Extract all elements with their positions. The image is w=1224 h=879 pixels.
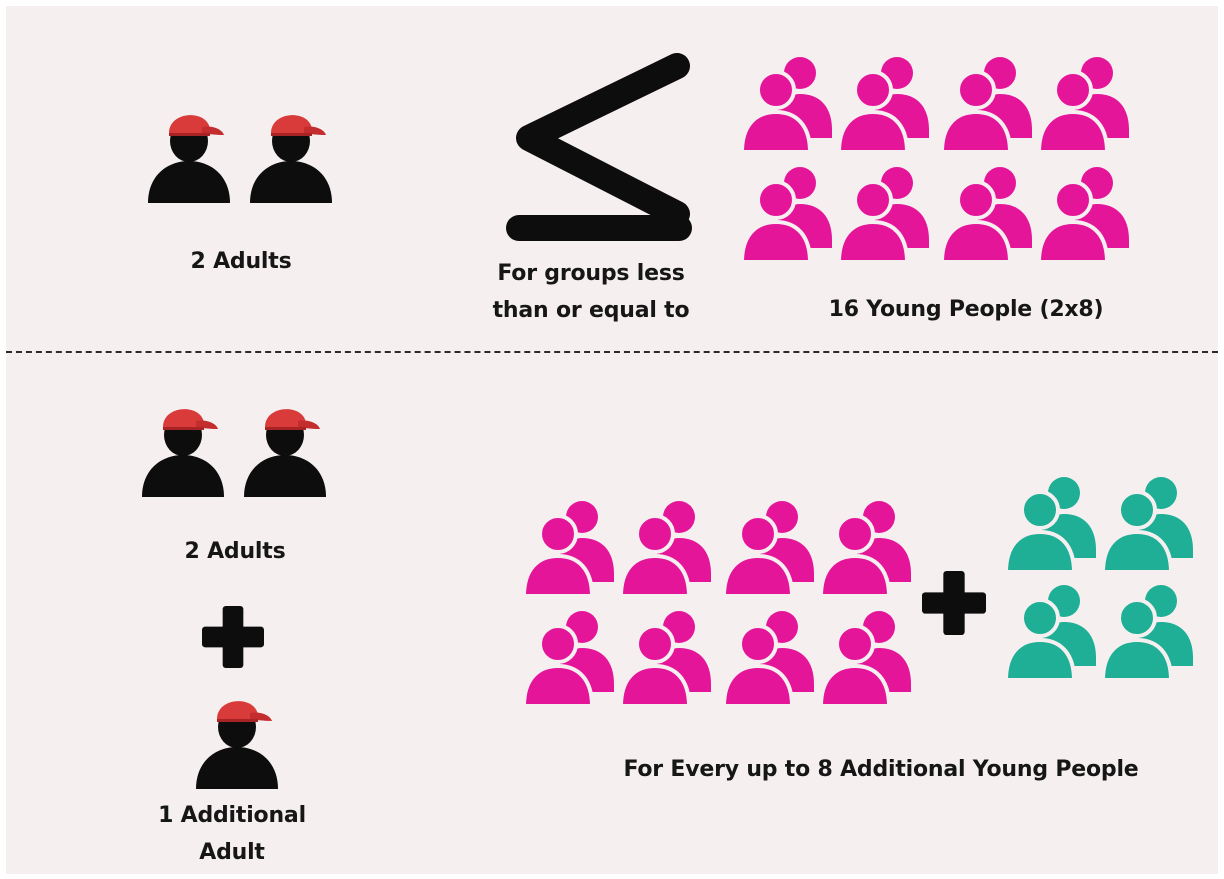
young-people-group-icon (740, 55, 834, 154)
young-people-group-icon (619, 609, 713, 708)
young-people-group-icon (740, 165, 834, 264)
young-people-group-icon (837, 55, 931, 154)
adult-icon (244, 409, 326, 497)
top-young-people-label: 16 Young People (2x8) (828, 297, 1104, 322)
young-people-group-icon (619, 499, 713, 598)
young-people-group-icon (819, 609, 913, 708)
young-people-group-icon (819, 499, 913, 598)
young-people-group-icon (1037, 55, 1131, 154)
additional-young-people-label: For Every up to 8 Additional Young Peopl… (623, 757, 1139, 782)
young-people-group-icon (940, 165, 1034, 264)
young-people-group-icon (1004, 475, 1098, 574)
diagram-canvas: 2 Adults For groups less than or equal t… (6, 6, 1218, 874)
base-young-people-group (522, 496, 922, 726)
young-people-group-icon (522, 609, 616, 708)
young-people-group-icon (940, 55, 1034, 154)
young-people-group-icon (722, 609, 816, 708)
adult-icon (148, 115, 230, 203)
top-adults-label: 2 Adults (190, 249, 292, 274)
less-than-or-equal-icon (506, 53, 692, 241)
section-divider (6, 351, 1218, 353)
adult-icon (196, 701, 278, 789)
young-people-group (740, 52, 1140, 282)
additional-adult-label: 1 Additional Adult (158, 803, 306, 865)
adult-icon (250, 115, 332, 203)
bottom-adults-label: 2 Adults (184, 539, 286, 564)
young-people-group-icon (1037, 165, 1131, 264)
young-people-group-icon (837, 165, 931, 264)
young-people-group-icon (522, 499, 616, 598)
additional-young-people-group (1004, 472, 1204, 702)
plus-icon (202, 606, 264, 668)
young-people-group-icon (1101, 583, 1195, 682)
comparison-caption: For groups less than or equal to (492, 261, 690, 323)
young-people-group-icon (722, 499, 816, 598)
plus-icon (922, 571, 986, 635)
young-people-group-icon (1101, 475, 1195, 574)
adult-icon (142, 409, 224, 497)
young-people-group-icon (1004, 583, 1098, 682)
